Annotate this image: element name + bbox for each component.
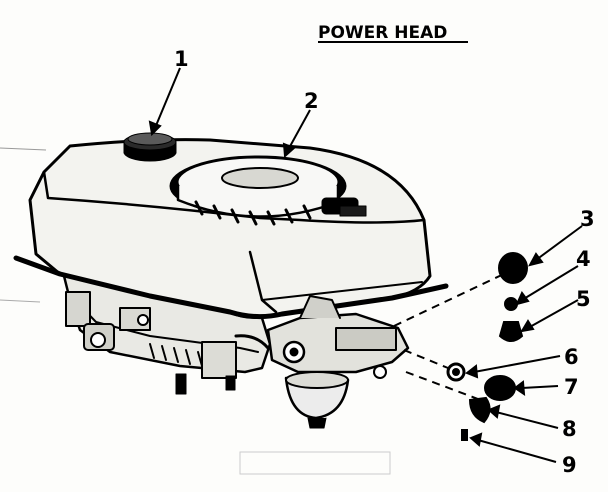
- callout-arrowhead-7: [513, 380, 526, 396]
- callout-arrowhead-5: [520, 319, 535, 333]
- callout-arrowhead-1: [148, 120, 162, 137]
- assembly-line: [405, 371, 487, 403]
- callout-arrow-8: [495, 411, 559, 429]
- callout-arrowhead-6: [465, 364, 479, 379]
- part-8-gasket: [468, 396, 491, 424]
- callout-arrow-3: [535, 225, 583, 261]
- part-4-retainer: [504, 297, 518, 311]
- scan-mark: [0, 299, 41, 303]
- callout-number-7: 7: [564, 375, 579, 399]
- part-3-primer-bulb: [498, 252, 528, 284]
- engine-body: [13, 132, 449, 429]
- callout-arrow-5: [527, 299, 579, 329]
- callout-number-8: 8: [562, 417, 577, 441]
- loose-parts: [393, 252, 528, 441]
- callout-arrowhead-2: [282, 142, 296, 159]
- callout-arrowhead-8: [487, 404, 501, 419]
- part-7-nut: [484, 375, 516, 401]
- callout-arrow-2: [287, 109, 311, 151]
- callout-number-2: 2: [304, 89, 319, 113]
- assembly-line: [393, 271, 509, 327]
- callout-arrow-1: [154, 67, 181, 129]
- part-5-plug: [498, 321, 524, 342]
- part-6-washer-hole: [452, 368, 460, 376]
- callout-arrows: [148, 67, 583, 463]
- callout-arrow-7: [521, 385, 559, 389]
- callout-number-1: 1: [174, 47, 189, 71]
- callout-number-5: 5: [576, 287, 591, 311]
- callout-number-6: 6: [564, 345, 579, 369]
- assembly-line: [403, 349, 449, 369]
- diagram-title: POWER HEAD: [318, 23, 447, 43]
- callout-arrowhead-9: [469, 432, 483, 447]
- part-9-pin: [461, 429, 468, 441]
- callout-number-9: 9: [562, 453, 577, 477]
- callout-arrow-4: [521, 265, 579, 301]
- callout-arrowhead-3: [528, 252, 544, 267]
- callout-arrow-6: [473, 355, 561, 373]
- scan-mark: [0, 147, 47, 151]
- callout-number-3: 3: [580, 207, 595, 231]
- callout-arrow-9: [477, 439, 557, 463]
- scan-mark: [239, 451, 391, 475]
- callout-arrowhead-4: [515, 291, 530, 306]
- callout-number-4: 4: [576, 247, 591, 271]
